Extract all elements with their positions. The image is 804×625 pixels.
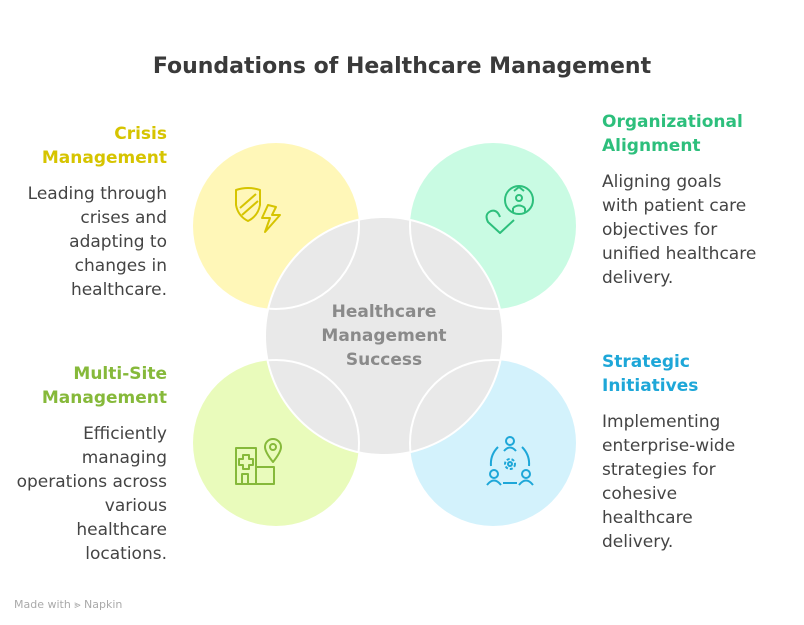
multisite-description: Efficiently managing operations across v… [16, 424, 167, 564]
alignment-description: Aligning goals with patient care objecti… [602, 172, 757, 288]
strategic-description: Implementing enterprise-wide strategies … [602, 412, 736, 552]
crisis-description: Leading through crises and adapting to c… [27, 184, 167, 300]
center-circle [264, 216, 504, 456]
strategic-heading: Strategic Initiatives [602, 352, 699, 396]
heart-person-icon [485, 185, 534, 234]
hospital-location-icon [235, 438, 282, 485]
napkin-footer: Made with ⪢ Napkin [14, 598, 123, 611]
team-gear-icon [486, 436, 534, 486]
alignment-heading: Organizational Alignment [602, 112, 743, 156]
multisite-heading: Multi-Site Management [41, 364, 167, 408]
crisis-heading: Crisis Management [41, 124, 167, 168]
center-label: Healthcare Management Success [321, 302, 447, 370]
shield-lightning-icon [235, 187, 281, 233]
diagram-title: Foundations of Healthcare Management [152, 54, 652, 79]
